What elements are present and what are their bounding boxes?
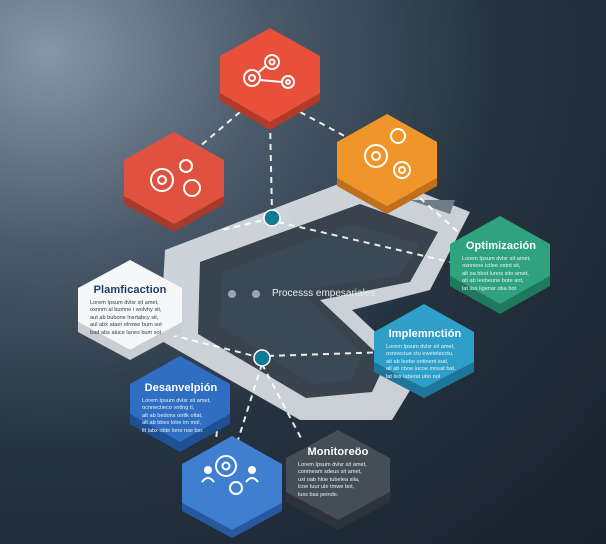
body-line: oxnnene ictlee oxtnt sit, [462, 263, 521, 270]
body-line: all ab cboe lucoe mnsat bat, [386, 366, 456, 373]
desarrollo-text: Desanvelpión Lorem Ipsum dvlsr sit amet,… [142, 382, 220, 435]
body-line: alt ab bedonx ontlk oltat, [142, 412, 203, 419]
body-line: alt oa bbot lunns sito amet, [462, 270, 529, 277]
body-line: ati ab leebeune bote ant, [462, 278, 524, 285]
body-line: Lorem Ipsum dvlsr sit amet, [462, 256, 531, 262]
implementacion-title: Implemnctión [388, 328, 462, 340]
body-line: Lorem Ipsum dvlsr sit amet, [298, 462, 367, 468]
optimizacion-text: Optimización Lorem Ipsum dvlsr sit amet,… [462, 240, 540, 293]
body-line: Lorem Ipsum dvlsr sit amet, [90, 300, 159, 306]
monitoreo-title: Monitoreöo [307, 446, 369, 458]
body-line: alt ab bbex lobe im mol, [142, 420, 202, 427]
center-dot [252, 290, 260, 298]
monitoreo-body: Lorem Ipsum dvlsr sit amet, conmeam sdeu… [298, 462, 378, 499]
hex-node-monitoreo [286, 430, 390, 530]
optimizacion-body: Lorem Ipsum dvlsr sit amet, oxnnene ictl… [462, 256, 540, 293]
body-line: ati ab leebe ontinent ioat, [386, 358, 449, 365]
body-line: Lorem Ipsum dvlsr sit amet, [386, 344, 455, 350]
center-label: Processs empesariales [272, 288, 376, 299]
body-line: aul abx ataer elrowe bum sot [90, 322, 162, 329]
center-dot [228, 290, 236, 298]
body-line: oxnnectue ctu ewetelecctu, [386, 351, 454, 358]
planificacion-body: Lorem Ipsum dvlsr sit amet, oxnnm al bum… [90, 300, 170, 337]
body-line: lat lisx laberat ubn nol [386, 373, 441, 380]
body-line: Lorem Ipsum dvlsr sit amet, [142, 398, 211, 404]
planificacion-text: Plamficaction Lorem Ipsum dvlsr sit amet… [90, 284, 170, 337]
body-line: lat lisx ligenar oba bot [462, 285, 517, 292]
hex-node-optimizacion [450, 216, 550, 314]
implementacion-text: Implemnctión Lorem Ipsum dvlsr sit amet,… [386, 328, 464, 381]
body-line: ocnnectieco vnting ti, [142, 405, 195, 412]
gears-icon [150, 159, 201, 197]
body-line: bad abs aluce lanes bum sot [90, 329, 162, 336]
connectors [151, 111, 459, 441]
body-line: uxi oab hloe tubelea sila, [298, 476, 360, 483]
optimizacion-title: Optimización [465, 240, 537, 252]
hex-node-gears-left [124, 132, 224, 232]
body-line: oxnnm al bumne i wolvhy sit, [90, 307, 162, 314]
hex-node-gears-bottom [182, 436, 282, 538]
monitoreo-text: Monitoreöo Lorem Ipsum dvlsr sit amet, c… [298, 446, 378, 499]
hex-node-desarrollo [130, 356, 230, 452]
body-line: conmeam sdeus sit amet, [298, 469, 362, 476]
body-line: aut ab bubone lnsrtabcy sit, [90, 314, 159, 321]
process-path [160, 172, 470, 420]
body-line: lcoe tuur ule tmwe bot, [298, 484, 355, 491]
implementacion-body: Lorem Ipsum dvlsr sit amet, oxnnectue ct… [386, 344, 464, 381]
hex-node-implementacion [374, 304, 474, 398]
desarrollo-body: Lorem Ipsum dvlsr sit amet, ocnnectieco … [142, 398, 220, 435]
planificacion-title: Plamficaction [93, 284, 167, 296]
gears-icon [364, 128, 411, 179]
body-line: ilt labx obte lone nse bsr. [142, 427, 204, 434]
body-line: luss bas peinde. [298, 491, 339, 498]
desarrollo-title: Desanvelpión [144, 382, 218, 394]
connector-dot [253, 349, 271, 367]
hex-node-planificacion [78, 260, 182, 360]
network-gears-icon [243, 54, 295, 89]
hex-node-gears-top [220, 28, 320, 130]
connector-dot [263, 209, 281, 227]
team-gears-icon [201, 455, 259, 495]
